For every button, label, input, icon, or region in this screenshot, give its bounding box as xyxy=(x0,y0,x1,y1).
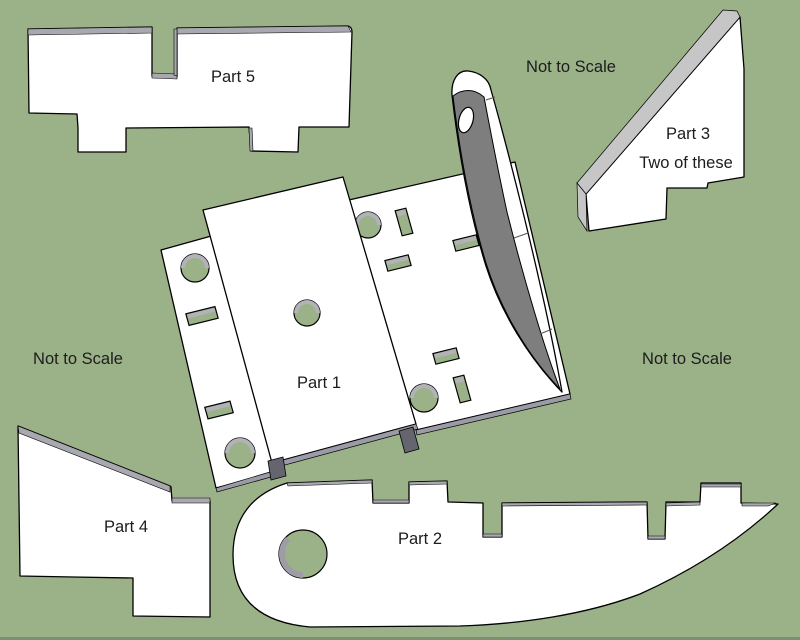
part3-note-label: Two of these xyxy=(639,154,733,172)
part4-slope-bevel xyxy=(17,425,171,493)
part1-bent-tab-left xyxy=(267,456,287,481)
not-to-scale-label-top: Not to Scale xyxy=(526,58,616,76)
part2-top-bevel-3 xyxy=(501,501,648,507)
fin-shaded-face xyxy=(452,90,561,390)
not-to-scale-label-right: Not to Scale xyxy=(642,350,732,368)
hole-shading xyxy=(225,438,255,453)
part2-top-bevel-5 xyxy=(700,483,742,488)
part1-label: Part 1 xyxy=(297,374,341,392)
part5-shape[interactable] xyxy=(27,25,353,153)
hole-shading xyxy=(294,300,320,313)
part2-notch-bevel-3 xyxy=(647,535,666,540)
fin-edge-joint-3 xyxy=(539,328,553,335)
hole-shading xyxy=(410,384,438,398)
part1-right-hslot-2 xyxy=(452,234,480,252)
hole-shading xyxy=(181,254,209,268)
part1-left-slot-1 xyxy=(185,305,219,327)
part1-shape[interactable] xyxy=(160,70,572,493)
fin-oval-hole xyxy=(457,106,475,134)
part2-top-bevel-6 xyxy=(741,502,777,507)
part2-hole-shading xyxy=(278,537,303,578)
part5-face xyxy=(27,25,353,153)
part5-top-bevel-left xyxy=(27,26,153,36)
part2-top-bevel-4 xyxy=(665,501,701,507)
part1-left-slot-2 xyxy=(204,400,234,420)
part1-right-plate-bottom-band xyxy=(415,393,572,436)
part3-shape[interactable] xyxy=(576,9,745,233)
part4-face xyxy=(17,425,211,618)
part2-top-bevel-1 xyxy=(286,479,373,487)
part5-tab-side-bevel xyxy=(248,127,254,152)
part4-label: Part 4 xyxy=(104,518,148,536)
part5-notch-side-bevel xyxy=(173,28,178,77)
fin-edge-joint-2 xyxy=(513,232,529,239)
part4-step-bevel xyxy=(171,497,211,504)
part1-bent-tab-right xyxy=(398,426,420,454)
part1-right-hslot-1 xyxy=(384,254,412,272)
part2-notch-bevel-1 xyxy=(372,499,410,504)
part2-shape[interactable] xyxy=(232,479,779,628)
part1-right-hslot-3 xyxy=(432,347,460,365)
hole-shading xyxy=(355,212,381,225)
part2-notch-bevel-2 xyxy=(482,533,503,538)
part1-right-vslot-2 xyxy=(452,374,472,404)
ground-strip xyxy=(0,637,800,640)
part3-face xyxy=(585,16,745,232)
not-to-scale-label-left: Not to Scale xyxy=(33,350,123,368)
part3-end-cap xyxy=(576,181,588,233)
part1-fin xyxy=(451,70,563,393)
part2-top-bevel-2 xyxy=(408,480,448,486)
part4-shape[interactable] xyxy=(17,425,211,618)
part5-label: Part 5 xyxy=(211,68,255,86)
fin-edge-joint-1 xyxy=(485,96,496,101)
part2-label: Part 2 xyxy=(398,530,442,548)
part3-label: Part 3 xyxy=(666,125,710,143)
part1-right-vslot-1 xyxy=(394,207,414,237)
part5-notch-bottom-bevel xyxy=(151,72,178,80)
